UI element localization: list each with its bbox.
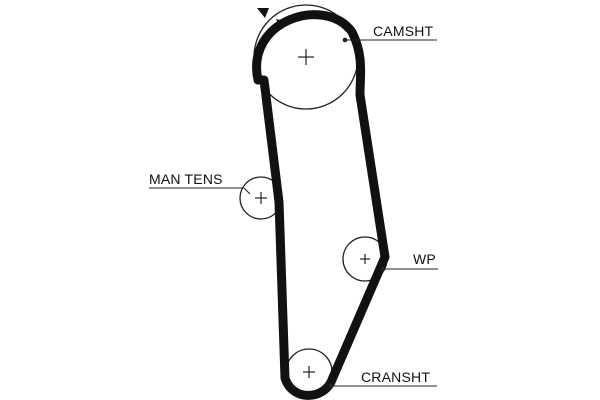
leader-lines <box>149 37 438 389</box>
crankshaft-center-mark <box>303 366 315 378</box>
camshaft-center-mark <box>298 49 314 65</box>
tensioner-center-mark <box>255 192 267 204</box>
timing-belt <box>252 10 390 400</box>
water-pump-label: WP <box>413 251 436 267</box>
double-arrow-icon <box>257 8 288 30</box>
tensioner-label: MAN TENS <box>149 171 223 187</box>
water-pump-center-mark <box>360 254 370 264</box>
camshaft-label: CAMSHT <box>373 23 434 39</box>
crankshaft-label: CRANSHT <box>361 369 431 385</box>
